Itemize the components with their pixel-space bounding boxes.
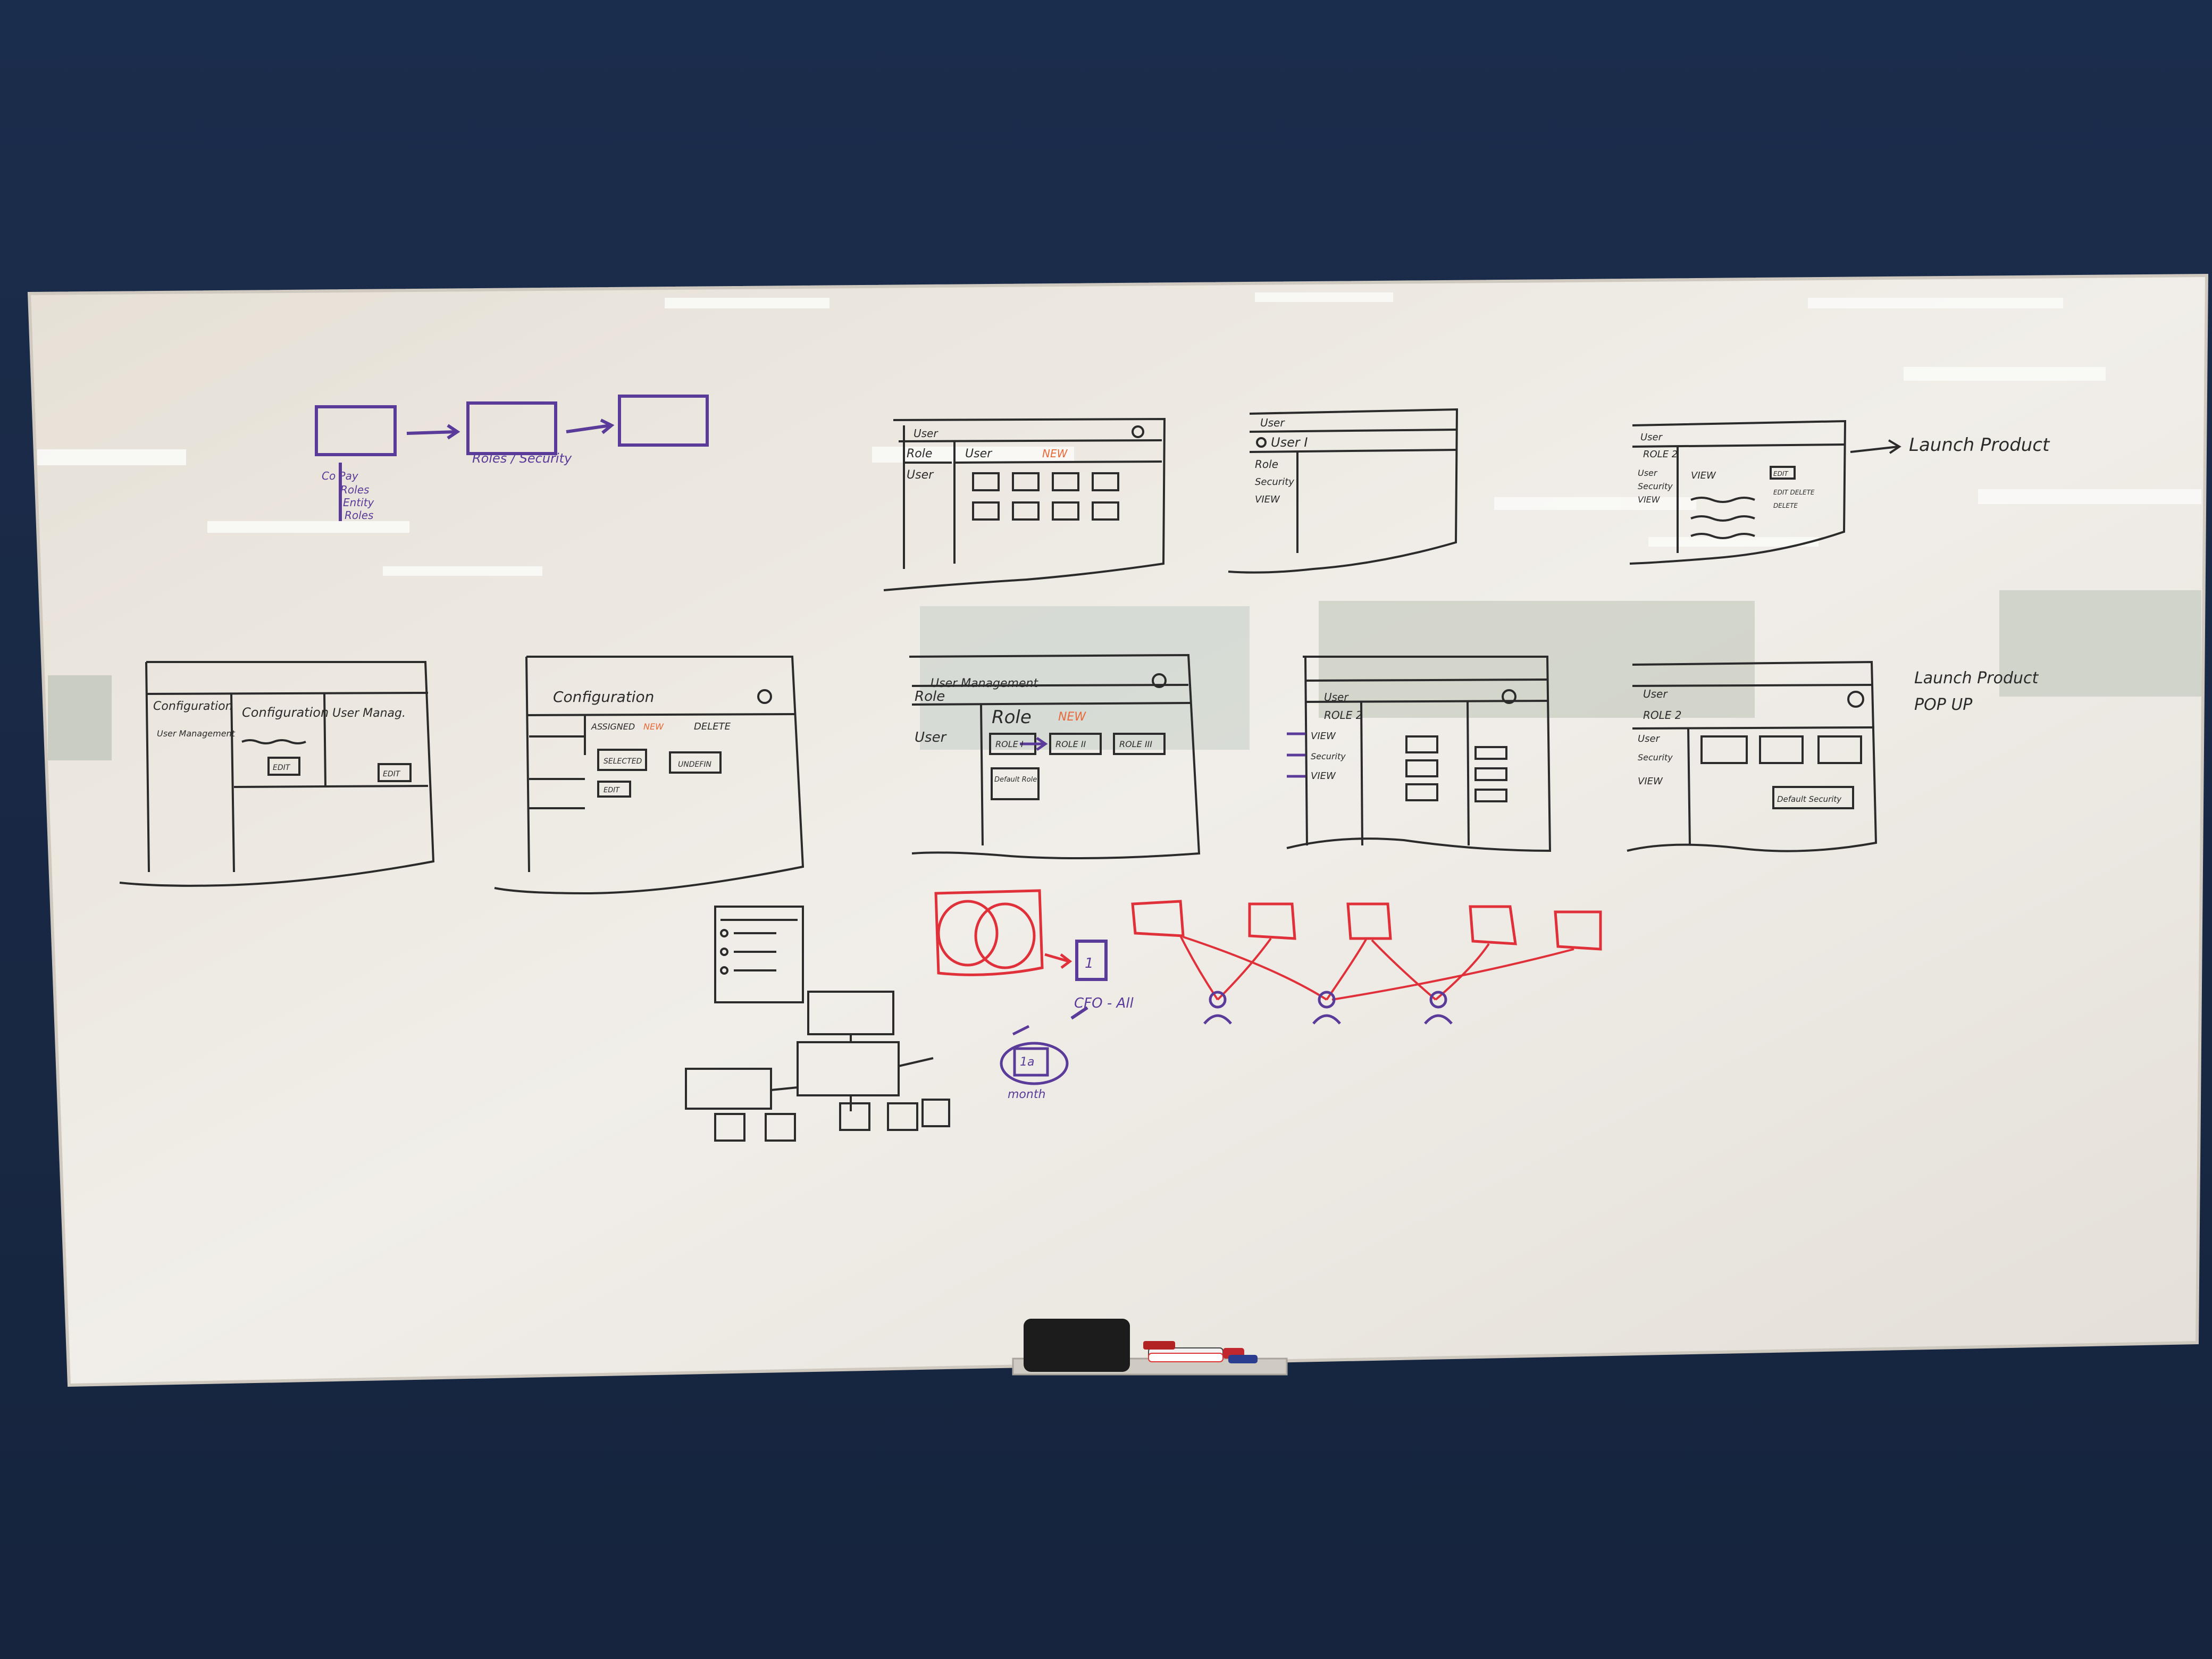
eraser[interactable] — [1024, 1319, 1130, 1372]
window-reflections — [48, 590, 2201, 760]
flow-diagram — [315, 395, 709, 521]
sketch-nav-item: VIEW — [1638, 495, 1661, 505]
sketch-action: EDIT DELETE — [1773, 489, 1815, 496]
sketch-nav-item: User — [1638, 468, 1658, 478]
sketch-default-role: Default Role — [994, 776, 1037, 784]
sketch-org-chart — [685, 991, 950, 1142]
sketch-title: User — [1640, 432, 1663, 443]
sketch-button: EDIT — [604, 786, 620, 794]
venn-diagram — [934, 889, 1073, 976]
sketch-role-detail — [1286, 656, 1552, 852]
sketch-nav-item: User — [1638, 733, 1661, 744]
nav-arrows — [1287, 732, 1305, 778]
flow-list-item: Roles — [345, 509, 373, 522]
sketch-nav-item: VIEW — [1255, 494, 1280, 505]
flow-note: Roles / Security — [472, 451, 572, 466]
month-box-note: 1a — [1020, 1055, 1034, 1069]
sketch-nav-item: Security — [1311, 751, 1346, 761]
sketch-user-detail — [1228, 408, 1459, 574]
sketch-nav-item: Security — [1255, 476, 1294, 488]
month-label: month — [1008, 1088, 1045, 1101]
sketch-nav-item: Role — [907, 447, 932, 460]
sketch-panel-title: User Manag. — [332, 707, 406, 720]
sketch-nav-item: VIEW — [1311, 770, 1336, 782]
sketch-nav-item: User Management — [157, 728, 236, 739]
sketch-nav-item: Security — [1638, 752, 1673, 763]
sketch-button: EDIT — [383, 770, 401, 778]
sketch-nav-item: VIEW — [1311, 731, 1336, 742]
sketch-selected: ROLE 2 — [1324, 709, 1363, 722]
sketch-nav-item: VIEW — [1638, 776, 1663, 787]
user-icons — [1203, 991, 1453, 1025]
sketch-configuration-assign — [494, 656, 805, 895]
sketch-nav-item: User — [915, 730, 948, 745]
sketch-badge-new: NEW — [1058, 710, 1086, 724]
sketch-selected: ROLE 2 — [1643, 449, 1678, 460]
marker-blue[interactable] — [1228, 1355, 1258, 1363]
marker-label — [1143, 1341, 1175, 1350]
marker-red[interactable] — [1148, 1353, 1224, 1362]
sketch-list — [714, 906, 804, 1003]
sketch-title: User — [1324, 691, 1349, 703]
light-reflections — [37, 292, 2201, 576]
flow-list-item: Co Pay — [322, 470, 359, 482]
sketch-role-card: ROLE II — [1055, 739, 1086, 749]
sketch-action: DELETE — [694, 721, 731, 732]
launch-popup-label: POP UP — [1914, 696, 1973, 714]
sketch-role-card: ROLE I — [995, 739, 1024, 749]
sketch-button: SELECTED — [604, 757, 642, 766]
sketch-role-view — [1629, 420, 1847, 565]
sketch-button: EDIT — [273, 764, 291, 772]
sketch-nav-item: Configuration — [153, 700, 233, 713]
sketch-title: User — [1643, 688, 1668, 700]
sketch-launch-popup — [1627, 660, 1878, 852]
month-box — [1000, 1025, 1069, 1085]
sketch-button: Default Security — [1777, 794, 1842, 804]
sketch-role-card: ROLE III — [1119, 739, 1152, 749]
sketch-action: DELETE — [1773, 502, 1798, 509]
sketch-action: ASSIGNED — [591, 722, 635, 732]
role-arrow — [1020, 736, 1048, 751]
sketch-nav-item: Role — [915, 689, 945, 705]
sketch-view-label: VIEW — [1691, 470, 1716, 481]
flow-list-item: Roles — [340, 483, 369, 496]
sketch-action: EDIT — [1773, 470, 1789, 477]
sketch-nav-item: Role — [1255, 458, 1278, 471]
marker-tray — [1012, 1319, 1288, 1376]
sketch-title: User Management — [931, 677, 1038, 690]
sketch-button: UNDEFIN — [678, 760, 712, 769]
launch-popup-label: Launch Product — [1914, 669, 2039, 688]
sketch-tab: User — [965, 447, 993, 460]
sketch-title: User — [914, 427, 939, 440]
sketch-badge-new: NEW — [643, 722, 664, 732]
cfo-label: CFO - All — [1074, 995, 1134, 1011]
sketch-title: User — [1260, 416, 1285, 429]
flow-list-item: Entity — [343, 496, 375, 509]
sketch-tab: Role — [992, 707, 1032, 728]
sketch-nav-item: Security — [1638, 481, 1673, 491]
sketch-selected: User I — [1271, 435, 1308, 450]
sketch-badge-new: NEW — [1042, 447, 1068, 460]
whiteboard — [27, 273, 2209, 1387]
sketch-title: Configuration — [553, 688, 654, 706]
sketch-nav-item: User — [907, 468, 934, 482]
red-boxes — [1131, 900, 1602, 951]
sketch-panel-title: Configuration — [242, 705, 329, 720]
launch-product-label: Launch Product — [1909, 434, 2050, 456]
sketch-configuration — [119, 661, 435, 887]
launch-arrow — [1850, 439, 1901, 454]
cfo-box — [1070, 940, 1108, 1020]
cfo-box-number: 1 — [1085, 956, 1094, 971]
sketch-selected: ROLE 2 — [1643, 709, 1682, 722]
sketch-user-management — [883, 417, 1166, 591]
